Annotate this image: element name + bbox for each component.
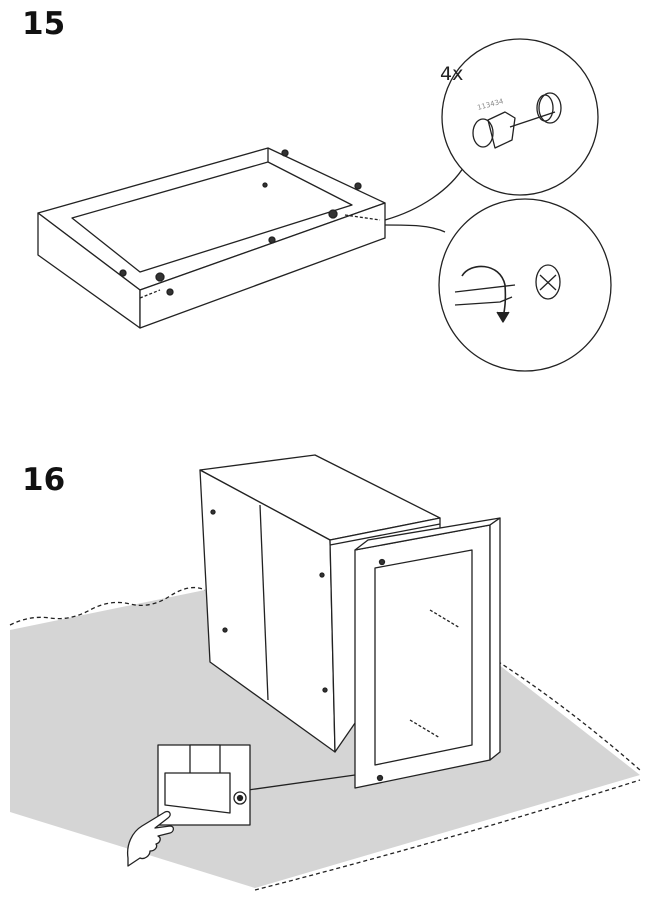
drawer-frame [37,147,386,329]
detail-screwdriver-turn [438,198,612,372]
step-number-16: 16 [22,462,66,498]
step-number-15: 15 [22,6,66,42]
detail-cam-lock [441,38,599,196]
base-frame [354,517,501,789]
hand-pointing-icon [126,810,175,867]
quantity-label: 4x [440,63,463,85]
detail-inset [157,744,356,826]
